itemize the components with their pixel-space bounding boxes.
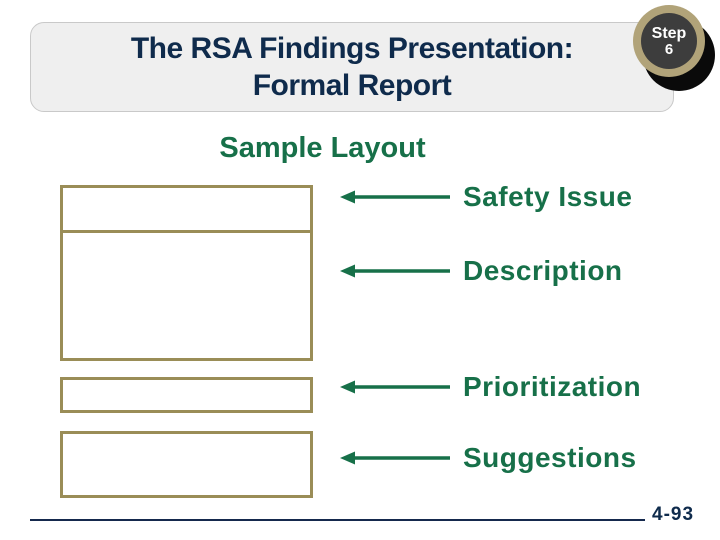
step-badge-label: Step (651, 24, 687, 42)
left-arrow-icon (340, 380, 450, 394)
description-box (60, 230, 313, 361)
step-badge: Step 6 (633, 5, 705, 77)
layout-row-label: Suggestions (463, 442, 637, 473)
layout-row-suggestions: Suggestions (340, 438, 637, 478)
step-badge-face: Step 6 (641, 13, 697, 69)
layout-row-label: Description (463, 255, 623, 286)
safety-issue-box (60, 185, 313, 233)
prioritization-box (60, 377, 313, 413)
layout-row-safety-issue: Safety Issue (340, 177, 632, 217)
slide-title-line-1: The RSA Findings Presentation: (130, 32, 574, 65)
step-badge-number: 6 (664, 40, 674, 58)
slide-title-panel: The RSA Findings Presentation: Formal Re… (30, 22, 674, 112)
footer-divider-line (30, 519, 645, 521)
layout-row-prioritization: Prioritization (340, 367, 641, 407)
slide-title-line-2: Formal Report (252, 69, 452, 102)
layout-row-description: Description (340, 251, 623, 291)
layout-row-label: Safety Issue (463, 181, 633, 212)
left-arrow-icon (340, 190, 450, 204)
left-arrow-icon (340, 264, 450, 278)
page-number: 4-93 (652, 504, 695, 525)
layout-row-label: Prioritization (463, 371, 642, 402)
left-arrow-icon (340, 451, 450, 465)
section-heading: Sample Layout (219, 132, 426, 164)
suggestions-box (60, 431, 313, 498)
